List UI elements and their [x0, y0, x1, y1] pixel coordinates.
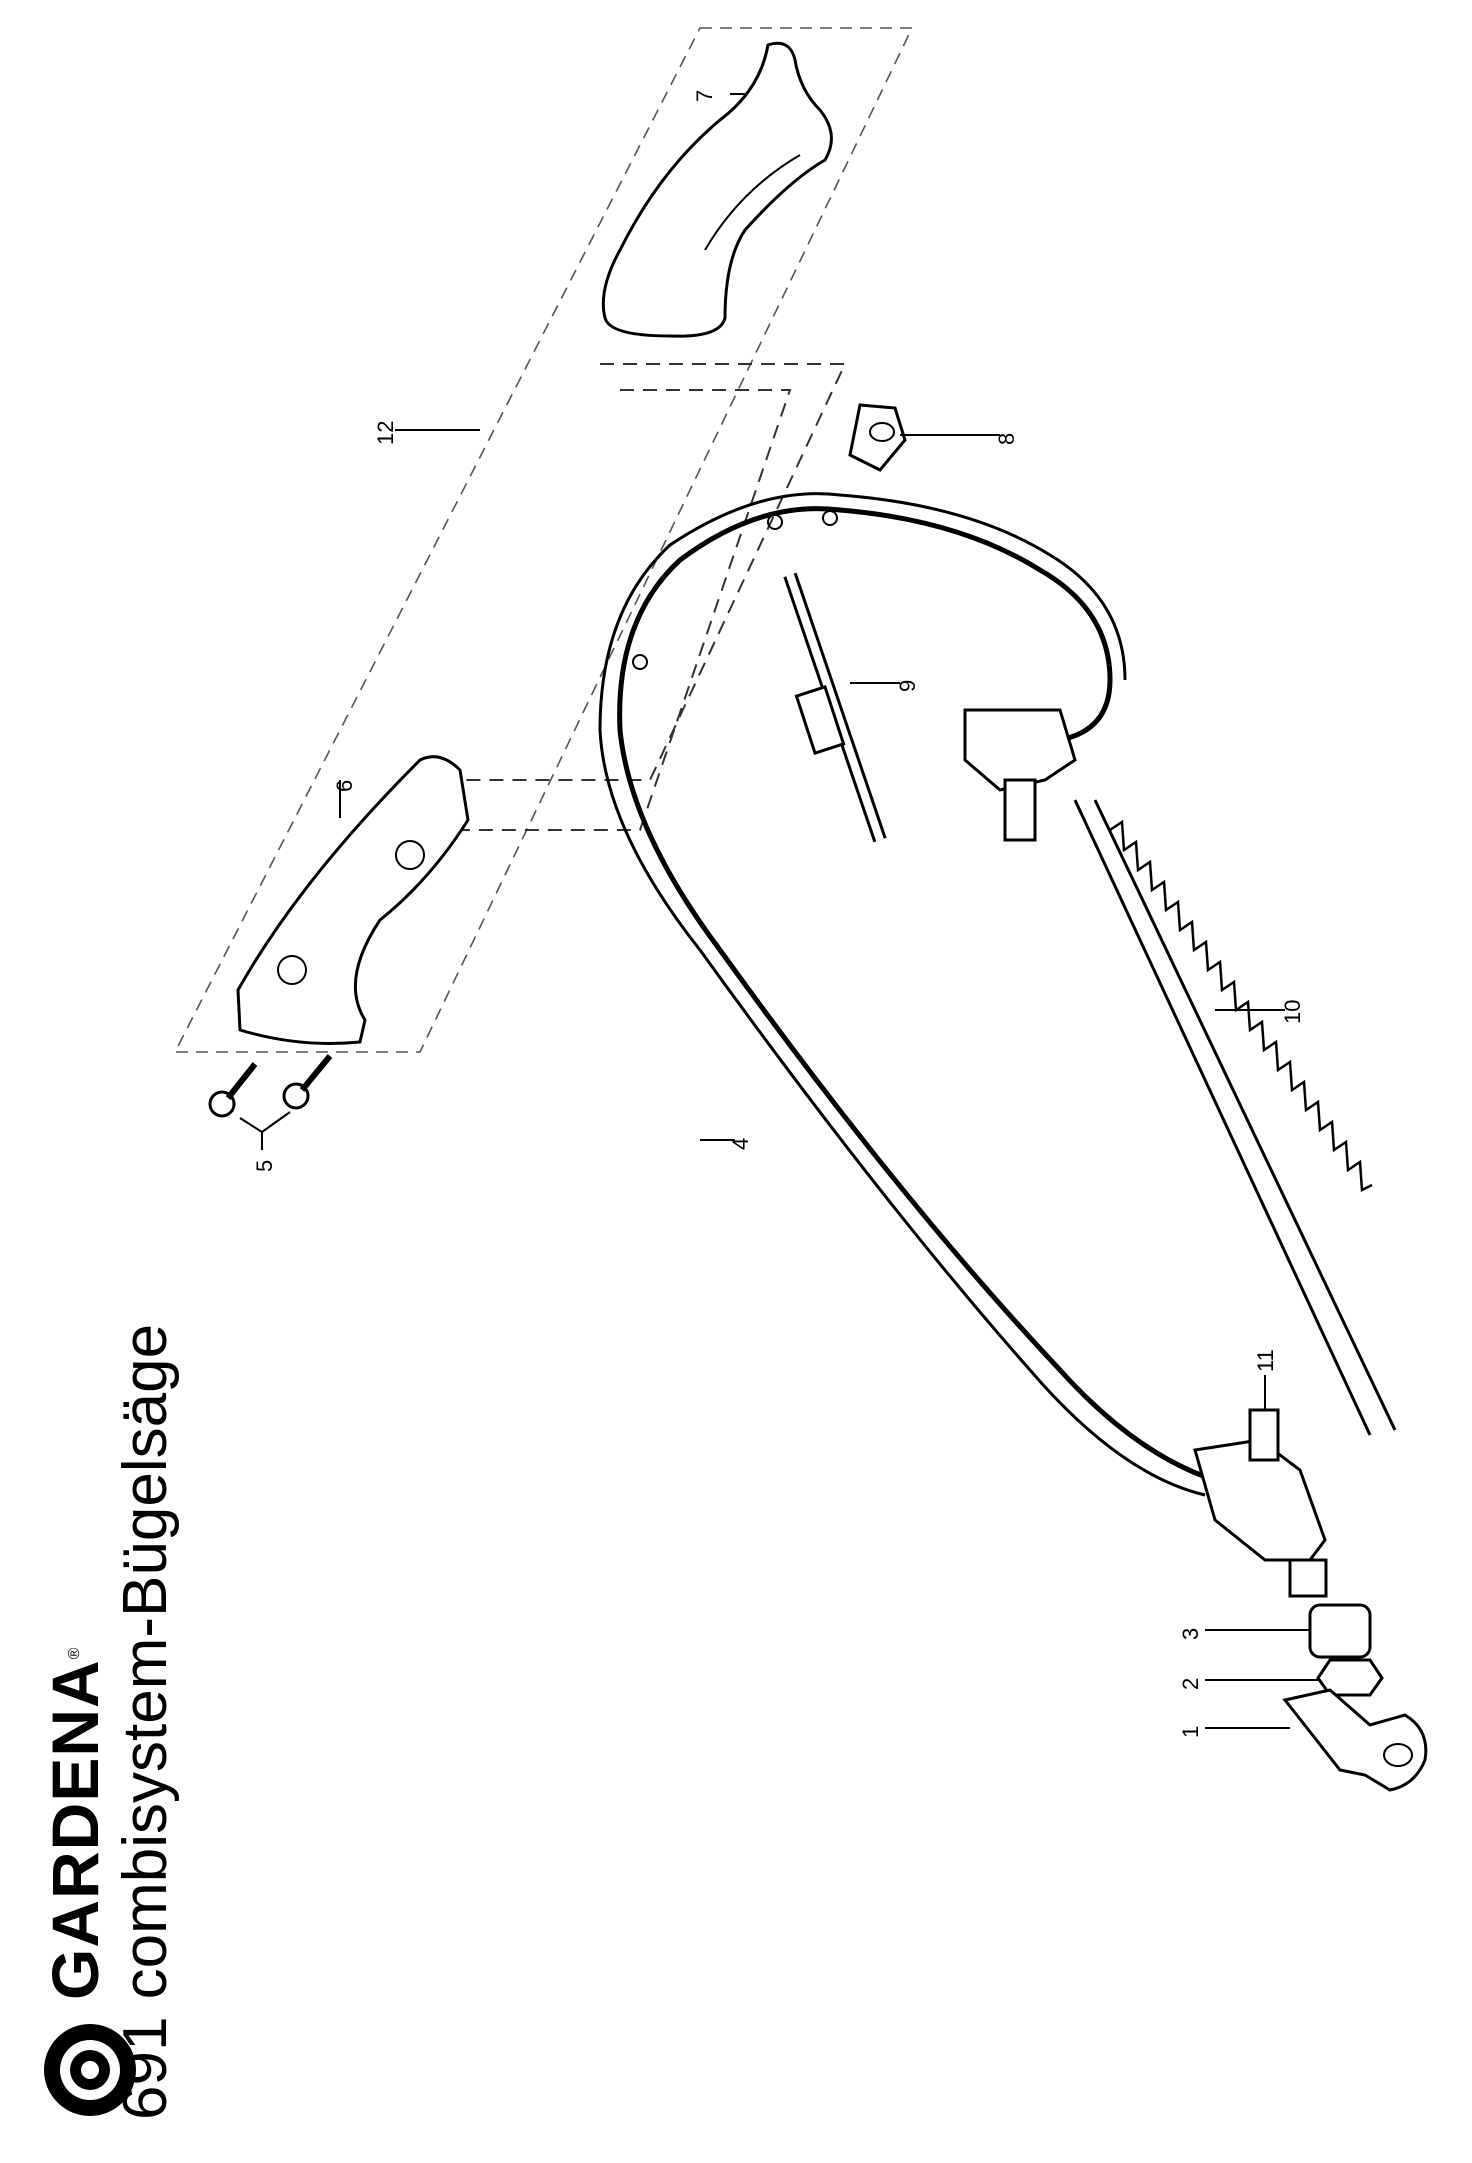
label-2: 2 [1178, 1678, 1203, 1690]
product-title: 691 combisystem-Bügelsäge [111, 1323, 180, 2120]
tension-rod-part-9 [783, 572, 887, 843]
label-10: 10 [1280, 1000, 1305, 1024]
plate-hole [277, 955, 307, 985]
label-6: 6 [332, 780, 357, 792]
nut-part-2 [1316, 1658, 1384, 1697]
handle-grip-inner-line [704, 154, 801, 251]
plate-hole [395, 840, 425, 870]
title-block: GARDENA® 691 combisystem-Bügelsäge [38, 20, 180, 2120]
rivet [822, 510, 838, 526]
label-3: 3 [1178, 1628, 1203, 1640]
side-plate-part-6 [236, 755, 470, 1045]
knob-part-3 [1308, 1603, 1372, 1659]
label-5: 5 [252, 1160, 277, 1172]
assembly-dash-lines [400, 363, 847, 781]
upper-blade-mount [963, 708, 1077, 792]
gardena-logo-icon [44, 2024, 136, 2116]
rivet [767, 514, 783, 530]
rivet [632, 654, 648, 670]
assembly-12-outline [173, 27, 914, 1053]
lever-eye [1383, 1743, 1413, 1767]
clamp-part-8 [848, 403, 907, 472]
lever-part-1 [1282, 1688, 1428, 1792]
lower-mount-pin-part-11 [1248, 1408, 1280, 1462]
label-12: 12 [373, 421, 398, 445]
leader-lines [239, 93, 1318, 1729]
clamp-hole [869, 422, 895, 442]
upper-mount-pin [1003, 778, 1037, 842]
label-7: 7 [692, 90, 717, 102]
label-1: 1 [1178, 1726, 1203, 1738]
assembly-dash-lines-2 [420, 389, 792, 831]
bow-frame-inner-edge [598, 492, 1206, 1497]
handle-grip-part-7 [601, 41, 833, 338]
brand-name: GARDENA® [38, 1646, 112, 2000]
label-9: 9 [895, 680, 920, 692]
bow-frame-part-4 [617, 506, 1246, 1491]
saw-blade-part-10 [1073, 799, 1397, 1436]
label-11: 11 [1253, 1349, 1278, 1372]
label-4: 4 [728, 1138, 753, 1150]
screws-part-5 [208, 1054, 333, 1118]
label-8: 8 [994, 433, 1019, 445]
threaded-stud [1288, 1558, 1328, 1598]
